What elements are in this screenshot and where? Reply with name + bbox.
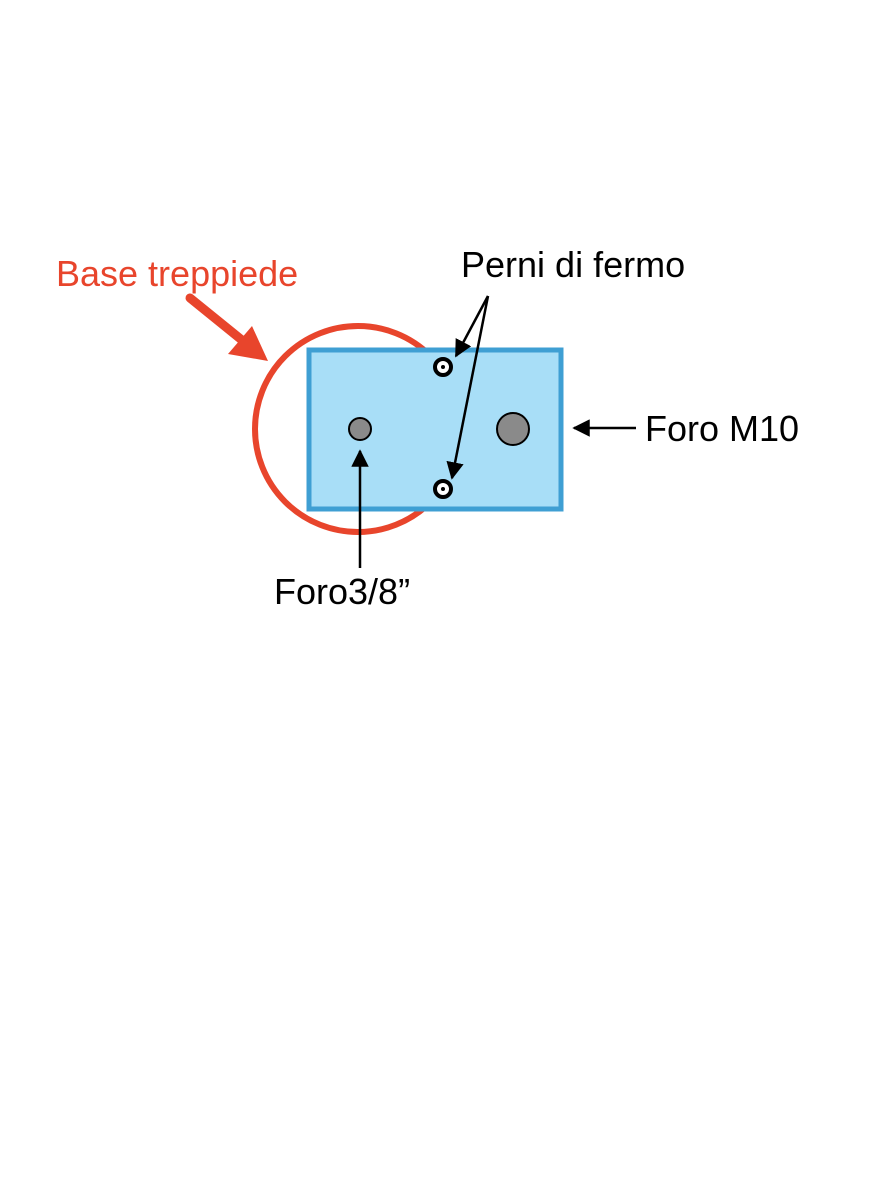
pin-bottom-arrow [446,295,490,480]
locking-pins-label: Perni di fermo [461,244,685,285]
hole-3-8 [348,417,372,441]
locking-pin-bottom [433,479,453,499]
hole-3-8-label: Foro3/8” [274,571,410,612]
hole-m10-label: Foro M10 [645,408,799,449]
tripod-base-arrow [185,293,268,361]
tripod-base-label: Base treppiede [56,253,298,294]
pin-top-arrow [454,295,490,358]
locking-pin-top [433,357,453,377]
hole-m10 [496,412,530,446]
